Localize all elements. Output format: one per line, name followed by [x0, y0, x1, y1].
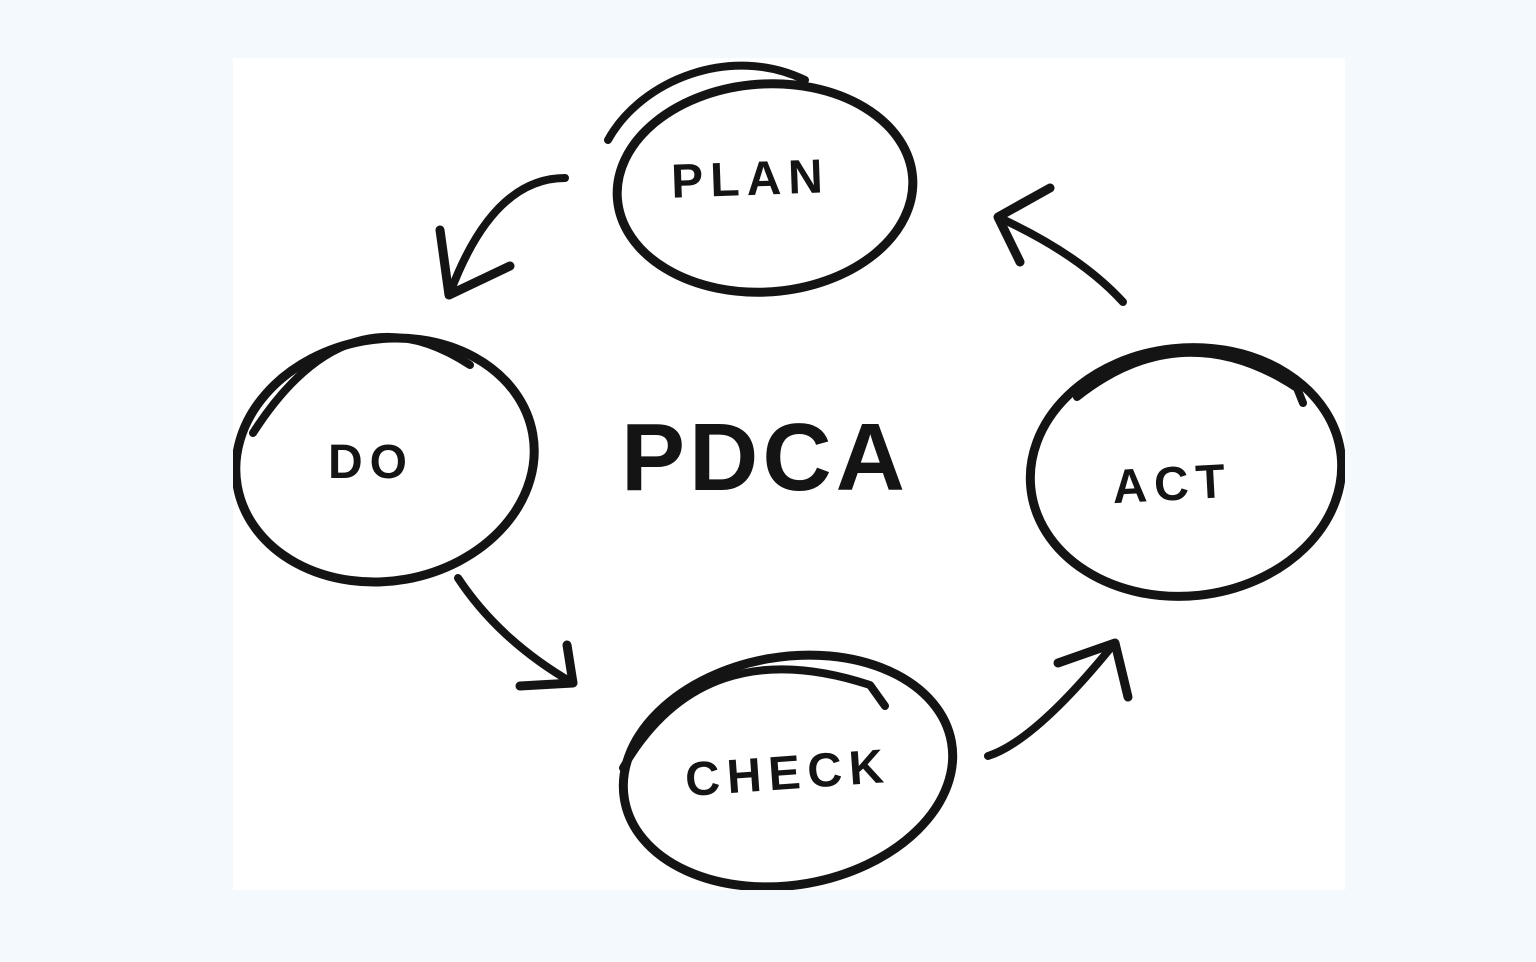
- check-node: CHECK: [618, 650, 958, 890]
- do-node-double-stroke: [249, 333, 474, 437]
- act-node-label: ACT: [1111, 455, 1233, 514]
- plan-node: PLAN: [604, 61, 918, 297]
- arrow-plan-to-do-arrowhead-icon: [435, 225, 515, 300]
- check-node-label: CHECK: [683, 740, 892, 807]
- arrow-act-to-plan-shaft: [996, 214, 1127, 306]
- pdca-diagram-svg: PLAN DO CHECK ACT: [233, 61, 1345, 890]
- arrow-check-to-act-shaft: [984, 641, 1117, 760]
- arrow-plan-to-do: [435, 174, 569, 300]
- check-node-ellipse: [618, 650, 958, 890]
- check-node-double-stroke: [619, 665, 889, 772]
- plan-node-double-stroke: [604, 61, 809, 144]
- plan-node-label: PLAN: [670, 150, 830, 209]
- center-title: PDCA: [621, 404, 909, 511]
- do-node: DO: [233, 333, 539, 587]
- act-node-ellipse: [1025, 343, 1345, 601]
- act-node: ACT: [1025, 343, 1345, 601]
- act-node-double-stroke: [1073, 348, 1307, 407]
- arrow-act-to-plan-arrowhead-icon: [993, 183, 1055, 267]
- pdca-diagram-canvas: PLAN DO CHECK ACT: [233, 58, 1345, 890]
- arrow-do-to-check-arrowhead-icon: [515, 640, 578, 691]
- arrow-act-to-plan: [993, 183, 1127, 306]
- arrow-check-to-act: [984, 638, 1133, 760]
- arrow-do-to-check: [454, 574, 578, 691]
- arrow-do-to-check-shaft: [454, 574, 575, 686]
- arrow-check-to-act-arrowhead-icon: [1053, 638, 1133, 702]
- do-node-label: DO: [328, 436, 414, 489]
- arrow-plan-to-do-shaft: [446, 174, 569, 297]
- plan-node-ellipse: [612, 79, 918, 297]
